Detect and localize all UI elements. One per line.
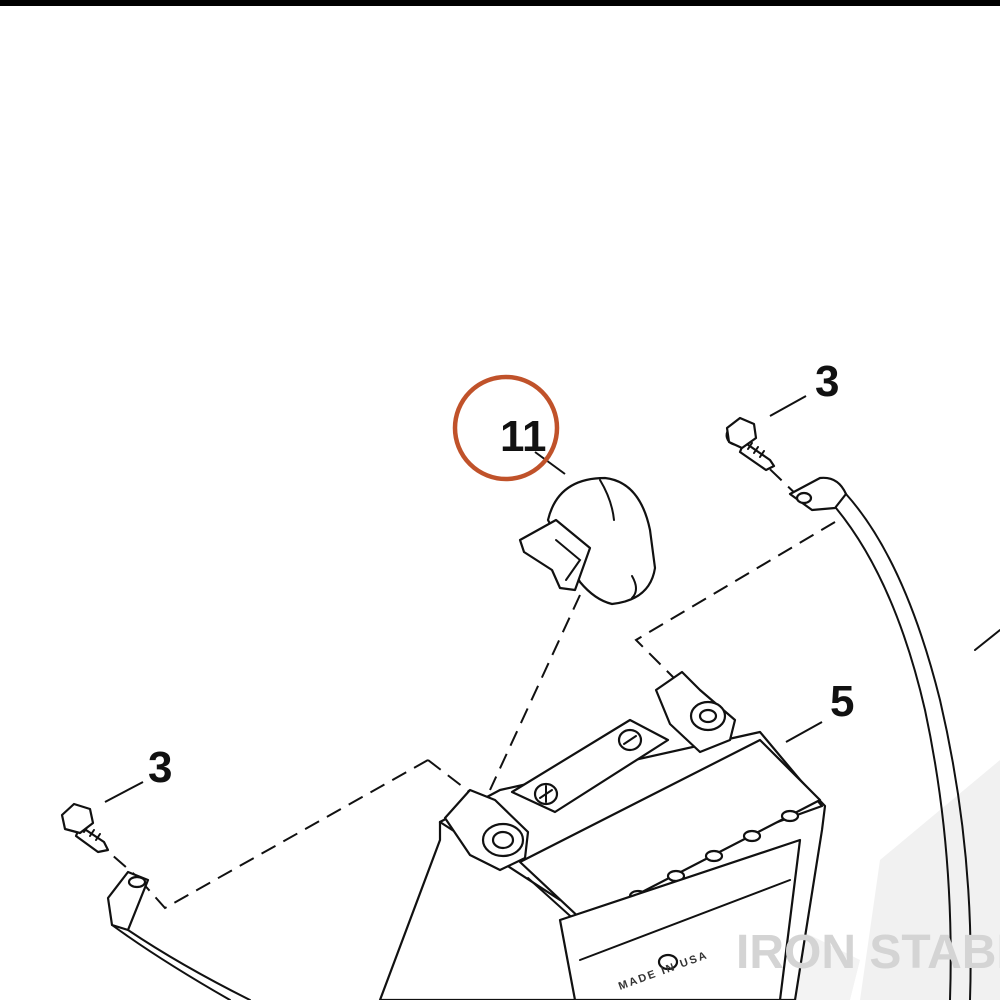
callout-terminal-cover: 11 bbox=[500, 412, 547, 461]
highlight-circle bbox=[452, 374, 560, 482]
leader-lines bbox=[104, 395, 823, 803]
bolt-lower-part bbox=[60, 802, 110, 854]
negative-cable-part bbox=[106, 870, 251, 1000]
battery-part: MADE IN USA bbox=[378, 670, 827, 1000]
bolt-upper-part bbox=[725, 416, 776, 472]
callout-bolt-upper: 3 bbox=[815, 357, 839, 406]
positive-cable-part bbox=[788, 476, 1000, 1000]
callout-battery: 5 bbox=[830, 677, 854, 726]
top-border-bar bbox=[0, 0, 1000, 6]
terminal-cover-part bbox=[518, 476, 657, 606]
watermark-text: IRON STABLE bbox=[736, 926, 1000, 979]
callout-bolt-lower: 3 bbox=[148, 743, 172, 792]
